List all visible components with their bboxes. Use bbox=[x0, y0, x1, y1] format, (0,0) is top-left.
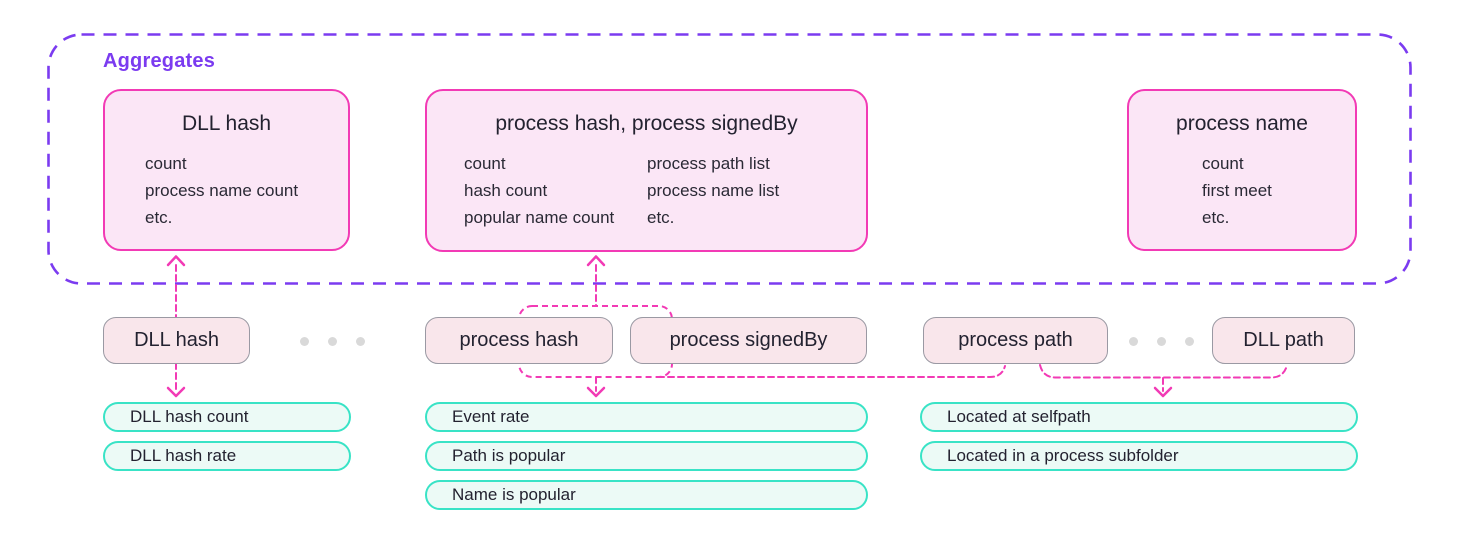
arrow-process-group-to-rules bbox=[586, 376, 606, 398]
aggregate-item: etc. bbox=[1202, 208, 1230, 227]
arrow-path-connector-to-rules bbox=[1153, 377, 1173, 398]
arrow-dll-hash-to-aggregate bbox=[166, 255, 186, 319]
arrow-dll-hash-to-rules bbox=[166, 362, 186, 398]
aggregate-item: count bbox=[145, 154, 187, 173]
aggregate-item: popular name count bbox=[464, 208, 615, 227]
field-tag-dll-hash: DLL hash bbox=[103, 317, 250, 364]
field-tag-process-hash: process hash bbox=[425, 317, 613, 364]
dot-icon bbox=[1185, 337, 1194, 346]
rule-located-in-process-subfolder: Located in a process subfolder bbox=[920, 441, 1358, 471]
aggregate-item: hash count bbox=[464, 181, 548, 200]
aggregate-box-title: process hash, process signedBy bbox=[495, 112, 798, 135]
field-tag-process-signedby: process signedBy bbox=[630, 317, 867, 364]
rule-dll-hash-rate: DLL hash rate bbox=[103, 441, 351, 471]
connector-process-path-to-dll-path bbox=[1039, 364, 1288, 379]
aggregate-item: process name list bbox=[647, 181, 780, 200]
dot-icon bbox=[1157, 337, 1166, 346]
field-tag-dll-path: DLL path bbox=[1212, 317, 1355, 364]
rule-path-is-popular: Path is popular bbox=[425, 441, 868, 471]
aggregate-box-process-hash-signedby: process hash, process signedBy count has… bbox=[425, 89, 868, 252]
aggregate-item: etc. bbox=[145, 208, 173, 227]
aggregate-item: etc. bbox=[647, 208, 675, 227]
aggregate-box-process-name: process name count first meet etc. bbox=[1127, 89, 1357, 251]
field-tag-process-path: process path bbox=[923, 317, 1108, 364]
aggregate-item: count bbox=[1202, 154, 1244, 173]
aggregates-outline bbox=[47, 33, 1412, 285]
ellipsis-dots-right bbox=[1129, 337, 1194, 346]
aggregate-item: process path list bbox=[647, 154, 770, 173]
aggregate-item: count bbox=[464, 154, 506, 173]
aggregate-item: first meet bbox=[1202, 181, 1272, 200]
rule-name-is-popular: Name is popular bbox=[425, 480, 868, 510]
rule-event-rate: Event rate bbox=[425, 402, 868, 432]
connector-process-group-to-process-path bbox=[657, 365, 1006, 378]
aggregate-box-title: DLL hash bbox=[181, 112, 272, 135]
rule-located-at-selfpath: Located at selfpath bbox=[920, 402, 1358, 432]
dot-icon bbox=[356, 337, 365, 346]
dot-icon bbox=[300, 337, 309, 346]
aggregate-box-dll-hash: DLL hash count process name count etc. bbox=[103, 89, 350, 251]
aggregate-item: process name count bbox=[145, 181, 299, 200]
ellipsis-dots-left bbox=[300, 337, 365, 346]
arrow-process-group-to-aggregate bbox=[586, 255, 606, 307]
aggregate-box-title: process name bbox=[1176, 112, 1308, 135]
rule-dll-hash-count: DLL hash count bbox=[103, 402, 351, 432]
dot-icon bbox=[328, 337, 337, 346]
aggregates-label: Aggregates bbox=[103, 50, 216, 72]
dot-icon bbox=[1129, 337, 1138, 346]
